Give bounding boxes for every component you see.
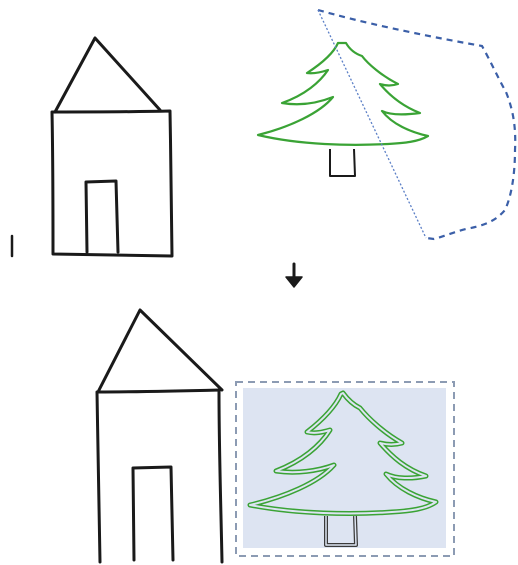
house-walls [52,111,172,256]
tree-trunk [330,149,355,176]
tree-drawing[interactable] [258,43,428,176]
house-door [133,467,173,560]
house-door [86,181,118,252]
house-roof [98,310,222,392]
after-panel [97,310,454,562]
house-drawing[interactable] [52,38,172,256]
arrow-down-icon [286,264,302,287]
house-walls [97,390,222,562]
selection-box[interactable] [236,382,454,556]
house-drawing-after[interactable] [97,310,222,562]
selection-fill [243,388,446,548]
before-panel [12,10,515,256]
tree-crown [258,43,428,145]
house-roof [55,38,160,112]
lasso-guide-line [318,10,426,238]
